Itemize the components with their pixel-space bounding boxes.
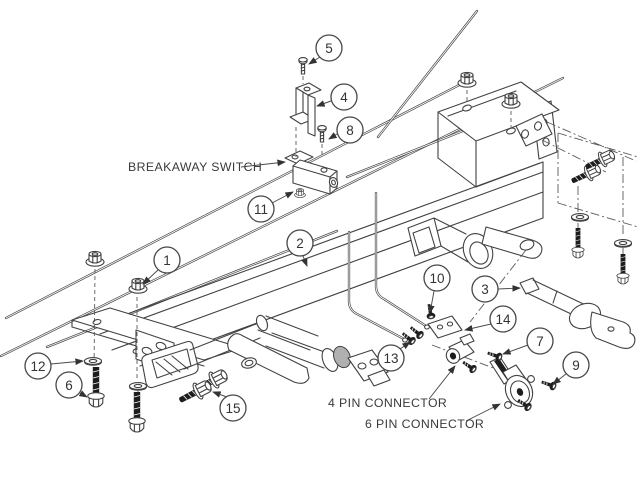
bolt — [128, 391, 146, 433]
callout-13-number: 13 — [383, 351, 398, 366]
callout-7: 7 — [526, 327, 554, 355]
breakaway-switch — [284, 150, 339, 195]
screw-8 — [317, 125, 327, 143]
callout-6-number: 6 — [65, 378, 73, 393]
six-pin-connector-label: 6 PIN CONNECTOR — [365, 417, 484, 431]
breakaway-bracket — [289, 82, 322, 137]
bracket-14 — [427, 315, 463, 339]
leader-lines — [50, 56, 567, 422]
bolt — [616, 253, 630, 285]
washer — [570, 213, 590, 222]
nut-11 — [294, 188, 306, 198]
callout-4: 4 — [330, 83, 358, 111]
callout-15-number: 15 — [225, 401, 240, 416]
flange-nut — [128, 277, 148, 294]
screw-5 — [298, 57, 308, 75]
callouts: 1 2 3 4 5 6 7 8 9 10 11 12 13 14 15 — [24, 34, 590, 422]
flange-nut — [457, 71, 477, 88]
left-bracket — [71, 307, 267, 389]
callout-2: 2 — [286, 229, 314, 257]
callout-2-number: 2 — [296, 236, 304, 251]
callout-9-number: 9 — [572, 358, 580, 373]
connector-cluster — [399, 302, 559, 413]
callout-11-number: 11 — [254, 202, 268, 217]
callout-4-number: 4 — [340, 90, 348, 105]
callout-10-number: 10 — [429, 271, 444, 286]
callout-1: 1 — [153, 246, 181, 274]
callout-15: 15 — [219, 394, 247, 422]
callout-14: 14 — [489, 305, 517, 333]
callout-3-number: 3 — [481, 282, 489, 297]
callout-12-number: 12 — [30, 359, 45, 374]
callout-5: 5 — [315, 34, 343, 62]
callout-6: 6 — [55, 371, 83, 399]
callout-1-number: 1 — [163, 253, 171, 268]
callout-9: 9 — [562, 351, 590, 379]
callout-12: 12 — [24, 352, 52, 380]
callout-7-number: 7 — [536, 334, 544, 349]
washer — [128, 382, 148, 391]
screw-9 — [539, 377, 559, 392]
fish-wires — [0, 9, 565, 358]
text-labels: BREAKAWAY SWITCH 4 PIN CONNECTOR 6 PIN C… — [128, 160, 484, 431]
bolt — [571, 227, 585, 259]
callout-3: 3 — [471, 275, 499, 303]
center-lines — [93, 76, 639, 400]
callout-8: 8 — [336, 116, 364, 144]
callout-5-number: 5 — [325, 41, 333, 56]
flange-nut — [85, 250, 105, 267]
four-pin-connector — [445, 333, 475, 364]
callout-10: 10 — [423, 264, 451, 292]
washer-12 — [83, 357, 103, 366]
four-pin-connector-label: 4 PIN CONNECTOR — [328, 396, 447, 410]
bolt-15 — [175, 376, 215, 409]
callout-11: 11 — [247, 195, 275, 223]
callout-13: 13 — [377, 344, 405, 372]
callout-8-number: 8 — [346, 123, 354, 138]
six-pin-connector — [489, 356, 535, 409]
breakaway-switch-label: BREAKAWAY SWITCH — [128, 160, 262, 174]
washer — [613, 239, 633, 248]
j-wires — [347, 191, 430, 343]
receiver-assembly — [407, 217, 543, 269]
bolt-6 — [87, 366, 105, 408]
right-bracket — [437, 81, 560, 188]
callout-14-number: 14 — [495, 312, 511, 327]
drawbar-part — [519, 277, 636, 350]
flange-nut — [501, 92, 521, 109]
